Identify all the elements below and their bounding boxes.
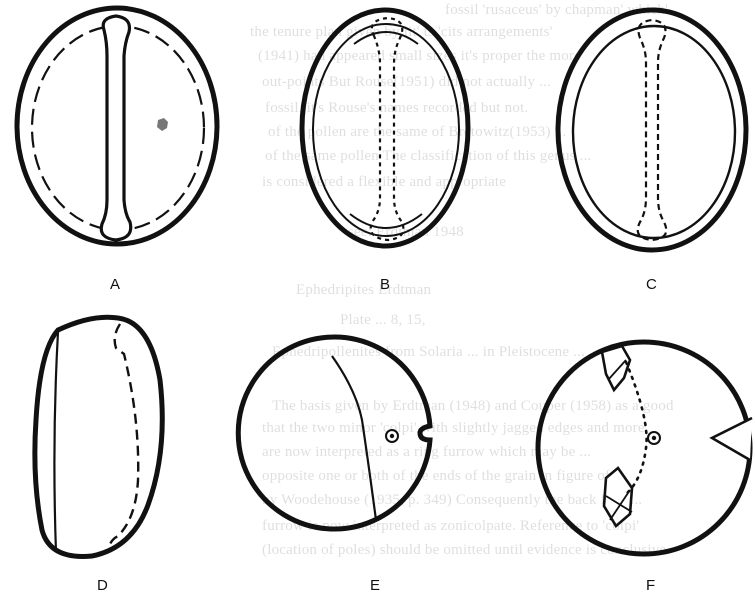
wall-notch [712, 418, 752, 460]
grain-outline [302, 10, 468, 246]
polar-cap-top [354, 32, 418, 44]
colpus-bone [101, 16, 130, 240]
panel-label-b: B [380, 276, 390, 293]
pore-dot [390, 434, 394, 438]
panel-c: C [558, 10, 746, 293]
grain-outline [238, 337, 430, 529]
colpus-dashed [638, 20, 667, 240]
grain-outline [558, 10, 746, 250]
inner-wall [313, 24, 459, 236]
panel-d: D [35, 317, 162, 594]
panel-label-a: A [110, 276, 120, 293]
pore-dot [652, 436, 656, 440]
panel-label-e: E [370, 577, 380, 594]
inner-wall [573, 26, 735, 238]
side-furrow-line [54, 332, 58, 552]
panel-label-f: F [646, 577, 655, 594]
colpus-dotted [371, 18, 404, 240]
ring-furrow-dotted [626, 362, 647, 494]
panel-b: B [302, 10, 468, 293]
top-colpus-cut [602, 346, 630, 390]
grain-outline [538, 342, 750, 554]
panel-label-c: C [646, 276, 657, 293]
panel-label-d: D [97, 577, 108, 594]
polar-cap-bottom [350, 214, 422, 228]
panel-e: E [238, 337, 430, 594]
panel-a: A [17, 8, 217, 293]
specimen-smudge [157, 118, 168, 131]
ring-furrow-line [332, 356, 376, 520]
inner-wall-dashed [108, 324, 138, 550]
panel-f: F [538, 342, 752, 594]
